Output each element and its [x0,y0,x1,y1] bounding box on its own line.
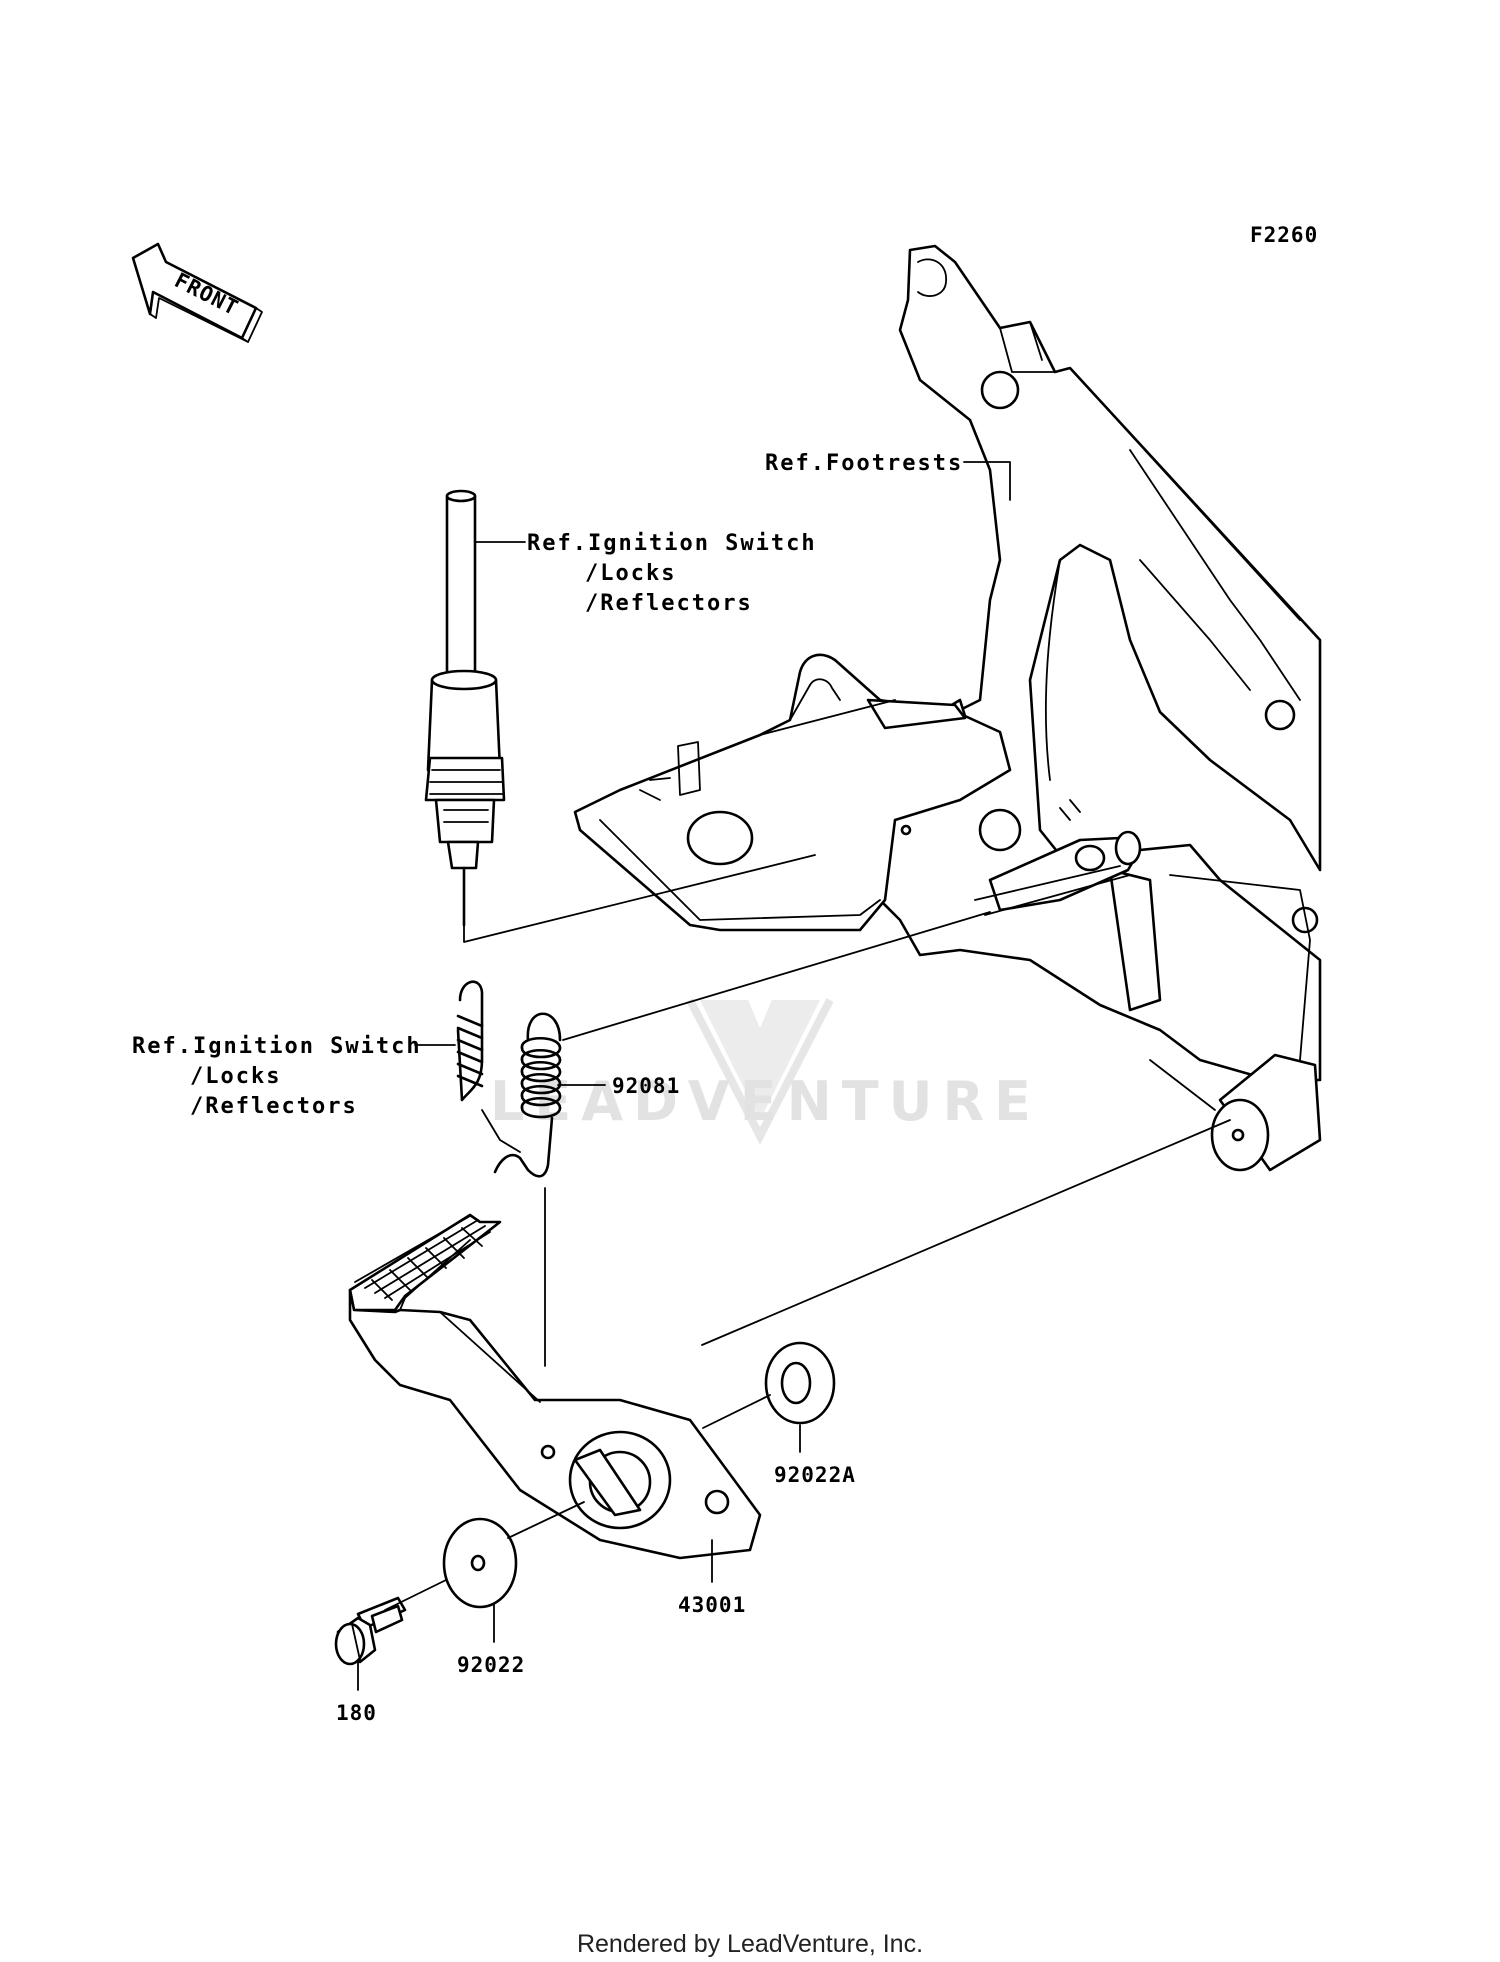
brake-pedal-43001 [348,1213,762,1560]
pivot-bushing [1210,1053,1322,1172]
watermark-text: LEADVENTURE [490,1070,1041,1133]
bolt-180 [334,1596,407,1666]
label-ref-ignition-upper-line1: Ref.Ignition Switch [527,531,817,556]
label-ref-ignition-lower-line2: /Locks [190,1064,281,1089]
label-ticks [357,461,1011,1691]
part-label-92022a[interactable]: 92022A [774,1463,856,1487]
washer-92022a [764,1341,836,1425]
spring-92081 [493,1012,562,1178]
watermark: LEADVENTURE [490,998,1041,1145]
brake-light-switch [424,489,506,927]
label-ref-ignition-upper-line3: /Reflectors [585,591,753,616]
pedal-pad-grid [354,1215,491,1301]
footer-credit: Rendered by LeadVenture, Inc. [576,1930,924,1958]
part-label-92081[interactable]: 92081 [612,1074,680,1098]
label-ref-ignition-lower-line1: Ref.Ignition Switch [132,1034,422,1059]
spring-small [456,980,521,1153]
switch-bracket [573,653,1012,932]
label-ref-ignition-lower-line3: /Reflectors [190,1094,358,1119]
washer-92022 [442,1517,518,1609]
front-arrow-icon: FRONT [131,242,263,343]
label-ref-ignition-upper-line2: /Locks [585,561,676,586]
label-ref-footrests: Ref.Footrests [765,451,963,476]
part-label-180[interactable]: 180 [336,1701,377,1725]
label-ref-ignition-lower: Ref.Ignition Switch /Locks /Reflectors [132,1034,422,1119]
part-label-92022[interactable]: 92022 [457,1653,525,1677]
frame-bracket [856,244,1322,1082]
diagram-code: F2260 [1250,223,1318,247]
label-ref-ignition-upper: Ref.Ignition Switch /Locks /Reflectors [527,531,817,616]
part-label-43001[interactable]: 43001 [678,1593,746,1617]
leader-lines [384,854,1231,1611]
